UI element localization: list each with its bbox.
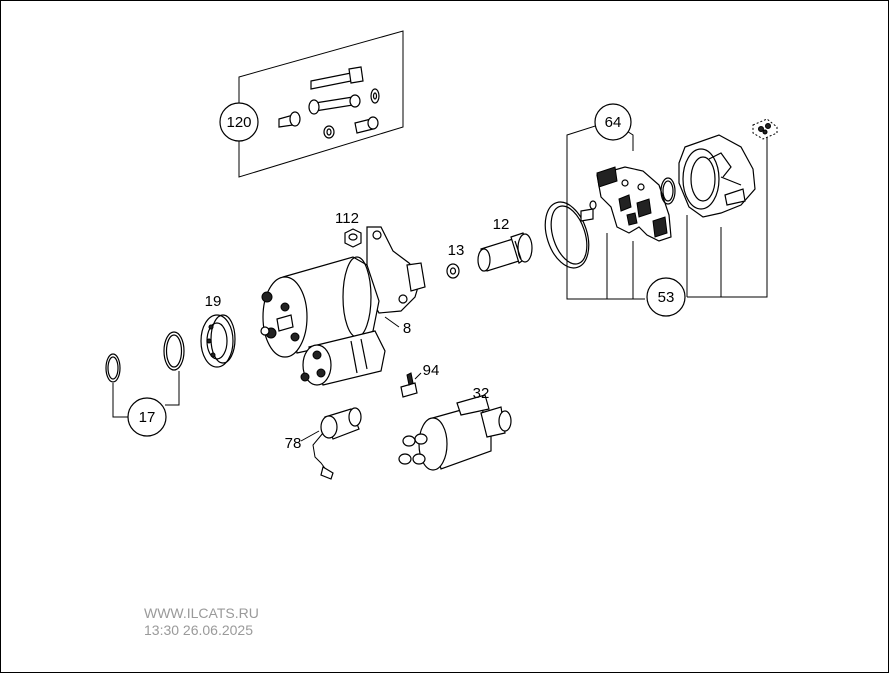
callout-112-label: 112: [335, 210, 359, 227]
end-cap-part[interactable]: [678, 134, 756, 218]
callout-12-label: 12: [493, 216, 510, 233]
watermark-datetime: 13:30 26.06.2025: [144, 622, 253, 638]
fastener-kit-group: 120: [219, 30, 404, 178]
screw-small-part[interactable]: [589, 200, 597, 210]
callout-53-circle[interactable]: [646, 277, 686, 317]
solenoid-switch-32-part[interactable]: [398, 394, 512, 471]
watermark: WWW.ILCATS.RU 13:30 26.06.2025: [144, 605, 259, 639]
gasket-plate-part[interactable]: [537, 196, 596, 273]
short-bolt-part[interactable]: [278, 111, 301, 128]
nut-13-part[interactable]: [446, 263, 460, 279]
screw-kit-part[interactable]: [752, 118, 778, 140]
callout-64-label: 64: [605, 114, 622, 131]
o-ring-large-part: [163, 331, 185, 371]
fastener-kit-bracket: [238, 30, 404, 178]
washer-top-part[interactable]: [370, 88, 380, 104]
long-bolt-part[interactable]: [310, 66, 364, 90]
stud-bolt-part[interactable]: [354, 116, 379, 134]
callout-78-label: 78: [285, 435, 302, 452]
nut-112-part[interactable]: [344, 228, 362, 248]
callout-53-label: 53: [658, 289, 675, 306]
watermark-site: WWW.ILCATS.RU: [144, 605, 259, 621]
callout-19-label: 19: [205, 293, 222, 310]
solenoid-78-part[interactable]: [312, 407, 362, 480]
callout-17-circle[interactable]: [127, 397, 167, 437]
callout-120-circle[interactable]: [219, 102, 259, 142]
callout-8-label: 8: [403, 320, 411, 337]
callout-17-label: 17: [139, 409, 156, 426]
callout-32-label: 32: [473, 385, 490, 402]
callout-94-label: 94: [423, 362, 440, 379]
brush-holder-assembly-group: 64 53: [537, 103, 778, 317]
pinion-12-part[interactable]: [477, 232, 533, 272]
o-ring-small-part: [105, 353, 121, 383]
nut-part[interactable]: [323, 125, 335, 139]
brush-holder-part[interactable]: [596, 166, 672, 242]
starter-motor-part[interactable]: [260, 226, 426, 386]
bearing-19-part[interactable]: [200, 314, 236, 368]
callout-120-label: 120: [226, 114, 251, 131]
callout-13-label: 13: [448, 242, 465, 259]
o-ring-kit-group: 17: [105, 331, 185, 437]
end-cap-o-ring-part[interactable]: [660, 177, 676, 205]
callout-64-circle[interactable]: [594, 103, 632, 141]
brush-94-part[interactable]: [400, 372, 418, 398]
sleeve-bolt-part[interactable]: [308, 94, 361, 115]
